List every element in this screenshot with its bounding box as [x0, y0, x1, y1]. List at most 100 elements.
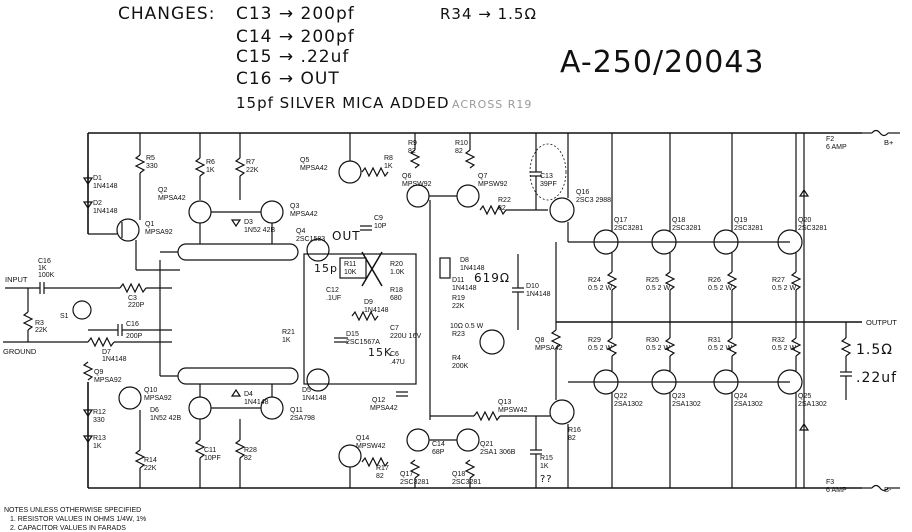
- diode-d2: [82, 201, 94, 210]
- switch-s1: [72, 300, 92, 320]
- input-label: INPUT: [5, 275, 28, 284]
- r7-val: 22K: [246, 167, 259, 174]
- change-line-4: C16 → OUT: [236, 69, 340, 89]
- transistor-q1: [116, 218, 140, 242]
- q9-ref: D6: [150, 407, 159, 414]
- q1-ref: Q1: [145, 221, 154, 228]
- q13-ref: C14: [432, 441, 445, 448]
- c15-handwritten: .22uf: [856, 370, 897, 386]
- d10-ref: C6: [390, 351, 399, 358]
- d8-ref: R18: [390, 287, 403, 294]
- silver-mica-faint-note: ACROSS R19: [452, 98, 532, 111]
- d9-val: 220U 16V: [390, 333, 421, 340]
- r21-val: 200K: [452, 363, 469, 370]
- ground-label: GROUND: [3, 347, 37, 356]
- r11-val: 1N4148: [460, 265, 485, 272]
- note-line-3: 2. CAPACITOR VALUES IN FARADS: [10, 525, 126, 532]
- c16-ref: R11: [344, 261, 356, 268]
- d3-val: 1N52 42B: [244, 227, 275, 234]
- diode-d1: [82, 175, 94, 188]
- b-minus-label: B-: [884, 485, 892, 494]
- q6-val: MPSW92: [402, 181, 432, 188]
- q2-ref: Q2: [158, 187, 167, 194]
- q2-val: MPSA42: [158, 195, 186, 202]
- transistor-q11: [306, 368, 330, 392]
- fuse-f2: [862, 129, 900, 137]
- q21-val: 82: [568, 435, 576, 442]
- d7-ref: R20: [390, 261, 403, 268]
- r12-val: 22K: [144, 465, 157, 472]
- r19-val: 1N4148: [364, 307, 389, 314]
- b-plus-label: B+: [884, 138, 894, 147]
- q11-ref: D5: [302, 387, 311, 394]
- r20-ref: D11: [452, 277, 464, 284]
- q12-ref: Q14: [356, 435, 369, 442]
- change-line-1: C13 → 200pf: [236, 4, 355, 24]
- pot-r11: [439, 257, 451, 279]
- c11-val: MPSA42: [370, 405, 398, 412]
- q16-ref: Q16: [576, 189, 589, 196]
- d15-val: R23: [452, 331, 465, 338]
- q7-ref: Q7: [478, 173, 487, 180]
- c9-ref: C9: [374, 215, 383, 222]
- r22-ref: R22: [498, 197, 511, 204]
- c13-val: 39PF: [540, 181, 557, 188]
- d9-ref: C7: [390, 325, 399, 332]
- c1-ref: C16: [38, 258, 51, 265]
- q14-ref: Q21: [480, 441, 493, 448]
- r28-ref: Q13: [498, 399, 511, 406]
- diode-d4: [82, 409, 94, 418]
- c6-val: 1K: [282, 337, 291, 344]
- r7-ref: R7: [246, 159, 255, 166]
- transistor-d15: [479, 329, 505, 355]
- c14-handwritten: ??: [540, 474, 553, 485]
- q1-val: MPSA92: [145, 229, 173, 236]
- r17-ref: Q18: [452, 471, 465, 478]
- r11-ref: D8: [460, 257, 469, 264]
- output-label: OUTPUT: [866, 318, 897, 327]
- r14-val: 82: [244, 455, 252, 462]
- r15-ref: R17: [376, 465, 389, 472]
- fuse-f2-ref: F2: [826, 136, 834, 143]
- r18-val: .1UF: [326, 295, 341, 302]
- c9-val: 10P: [374, 223, 387, 230]
- cap-c11: [396, 391, 408, 397]
- q3-ref: Q3: [290, 203, 299, 210]
- transistor-q21: [549, 399, 575, 425]
- r34-handwritten: 1.5Ω: [856, 342, 893, 358]
- q11-val: 1N4148: [302, 395, 327, 402]
- r12-ref: R14: [144, 457, 157, 464]
- q5-val: MPSA42: [300, 165, 328, 172]
- d7-val: 1.0K: [390, 269, 405, 276]
- q10-val: 2SA798: [290, 415, 315, 422]
- r8-ref: R8: [384, 155, 393, 162]
- r5-ref: R5: [146, 155, 155, 162]
- r4-val: MPSA92: [94, 377, 122, 384]
- d4-ref: R12: [93, 409, 106, 416]
- r21-ref: R4: [452, 355, 461, 362]
- c16-handwritten-15p: 15p: [314, 262, 338, 275]
- r13-val: 10PF: [204, 455, 221, 462]
- zener-d3: [230, 219, 242, 228]
- model-number: A-250/20043: [560, 45, 765, 80]
- q10-ref: Q11: [290, 407, 303, 414]
- d2-val: 1N4148: [93, 208, 118, 215]
- transistor-q8: [118, 386, 142, 410]
- fuse-f3-rating: 6 AMP: [826, 487, 847, 494]
- c14-ref: R15: [540, 455, 553, 462]
- c2-val: 100K: [38, 272, 55, 279]
- r15-val: 82: [376, 473, 384, 480]
- r16-val: 2SC3281: [400, 479, 429, 486]
- r18-ref: C12: [326, 287, 339, 294]
- r9-ref: R9: [408, 140, 417, 147]
- q6-ref: Q6: [402, 173, 411, 180]
- c12-val: 1N4148: [526, 291, 551, 298]
- q12-val: MPSW42: [356, 443, 386, 450]
- q8-val: MPSA92: [144, 395, 172, 402]
- zener-d6: [230, 388, 242, 397]
- c7-handwritten-15k: 15K: [368, 346, 392, 359]
- r28-val: MPSW42: [498, 407, 528, 414]
- r8-val: 1K: [384, 163, 393, 170]
- r6-val: 1K: [206, 167, 215, 174]
